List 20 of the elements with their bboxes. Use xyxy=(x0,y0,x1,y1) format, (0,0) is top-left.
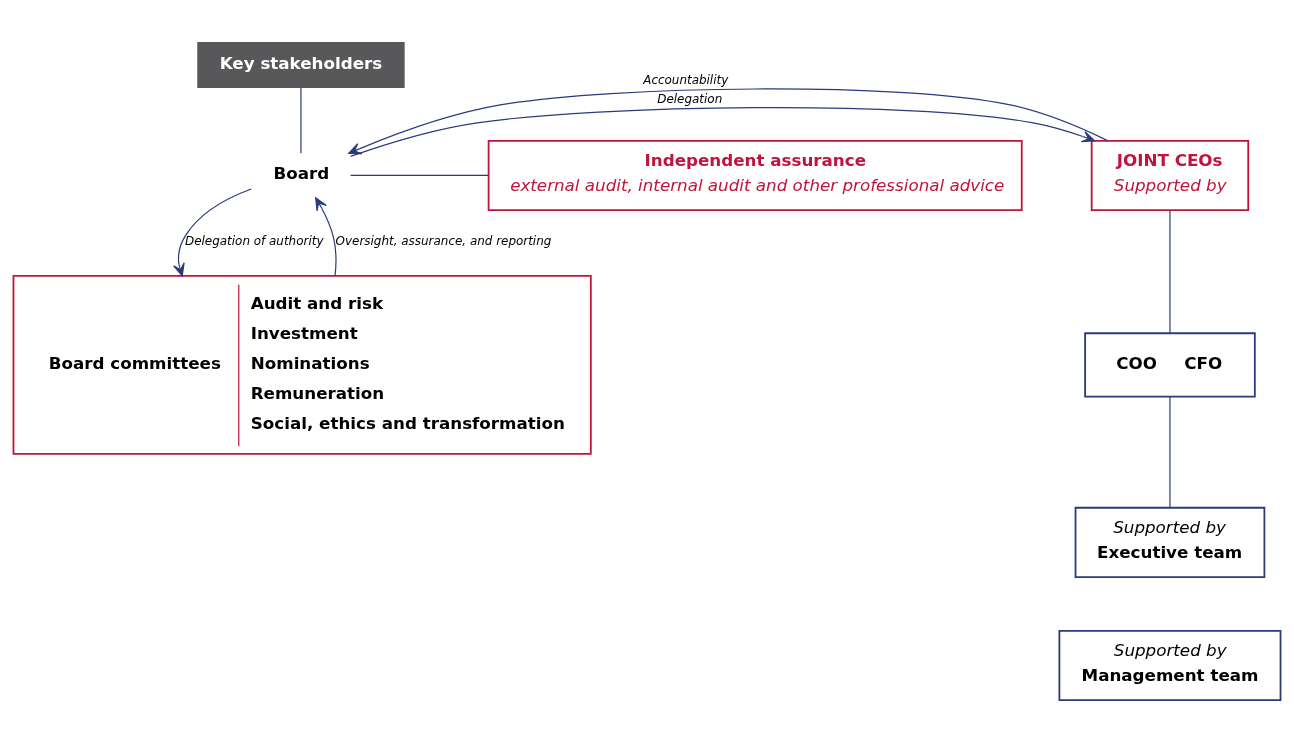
node-box: Supported by Executive team xyxy=(1074,506,1266,578)
connector xyxy=(350,174,490,176)
arrow xyxy=(173,187,252,276)
node-box: Supported by Management team xyxy=(1058,629,1282,701)
connector xyxy=(300,86,302,154)
node-box: JOINT CEOs Supported by xyxy=(1090,139,1250,211)
connector xyxy=(1169,209,1171,334)
arrow xyxy=(315,196,337,276)
node-box: Independent assurance external audit, internal audit and other professional advice xyxy=(487,139,1023,211)
connector xyxy=(1169,395,1171,508)
edge-label: Delegation of authority xyxy=(185,233,324,248)
node-box: COO CFO xyxy=(1084,331,1256,397)
node-box: Board committees Audit and risk Investment Nominations Remuneration Social, ethics and transformation xyxy=(12,274,592,455)
arrow xyxy=(348,87,1109,154)
node-box: Key stakeholders xyxy=(197,41,405,88)
node-text: Board xyxy=(273,162,330,183)
edge-label: Accountability xyxy=(643,72,729,87)
edge-label: Delegation xyxy=(657,91,723,106)
arrow xyxy=(349,106,1096,157)
edge-label: Oversight, assurance, and reporting xyxy=(335,233,552,248)
